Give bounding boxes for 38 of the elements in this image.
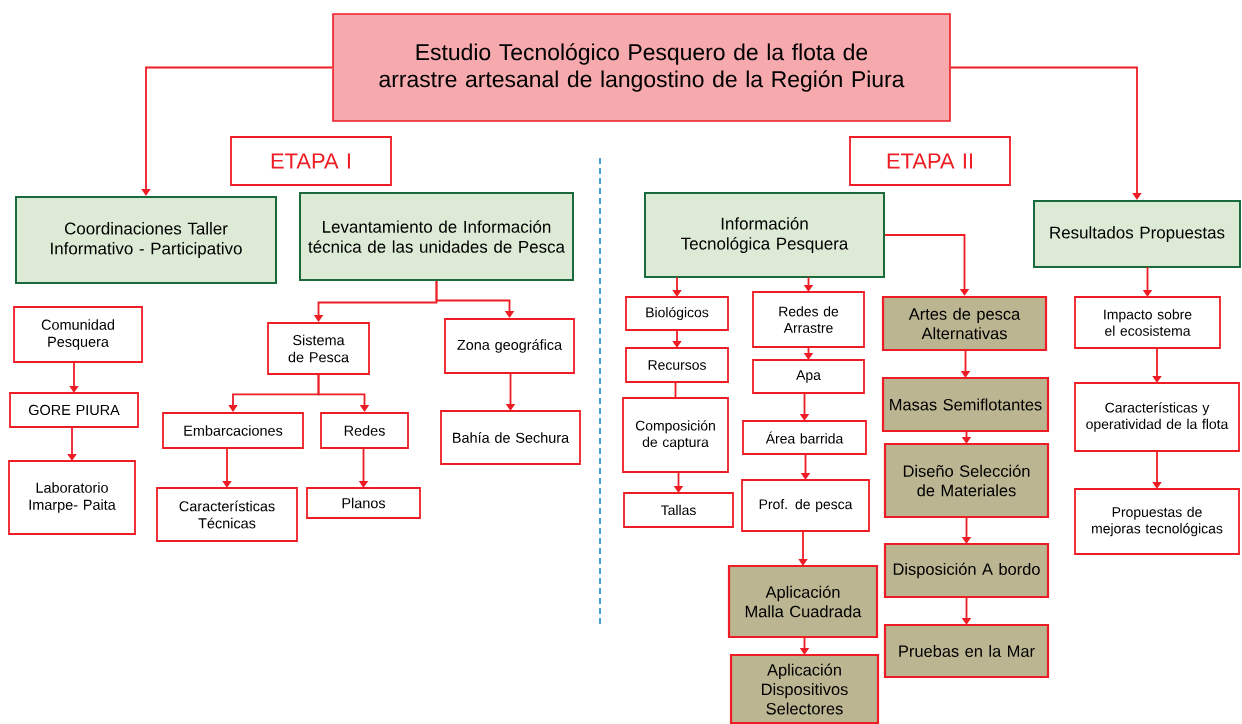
process-box: Prof. de pesca (741, 479, 870, 532)
process-box: Características y operatividad de la flota (1074, 382, 1240, 452)
connector-line (674, 381, 677, 399)
process-box: Área barrida (742, 420, 867, 455)
process-box: Propuestas de mejoras tecnológicas (1074, 488, 1240, 555)
title-box: Estudio Tecnológico Pesquero de la flota de arrastre artesanal de langostino de la Región Piura (332, 13, 951, 122)
process-box: Tallas (623, 492, 734, 528)
section-box: Información Tecnológica Pesquera (644, 192, 885, 278)
process-box: Biológicos (625, 296, 729, 331)
process-box: Bahía de Sechura (440, 410, 581, 465)
process-box: Artes de pesca Alternativas (881, 295, 1048, 352)
section-box: Levantamiento de Información técnica de las unidades de Pesca (299, 192, 574, 281)
process-box: Recursos (625, 347, 729, 383)
process-box: Pruebas en la Mar (883, 623, 1050, 679)
process-box: Características Técnicas (156, 487, 298, 542)
section-box: Coordinaciones Taller Informativo - Participativo (15, 196, 277, 284)
process-box: Sistema de Pesca (267, 322, 370, 375)
process-box: Apa (752, 359, 865, 394)
process-box: Disposición A bordo (883, 542, 1050, 599)
process-box: Zona geográfica (444, 318, 575, 374)
stage-label-box: ETAPA I (230, 136, 392, 186)
section-box: Resultados Propuestas (1033, 200, 1241, 268)
stage-label-box: ETAPA II (849, 136, 1011, 186)
process-box: Composición de captura (622, 397, 729, 473)
arrow (884, 234, 970, 296)
process-box: Comunidad Pesquera (13, 306, 143, 363)
process-box: GORE PIURA (9, 392, 139, 428)
process-box: Embarcaciones (162, 412, 304, 449)
process-box: Redes de Arrastre (752, 291, 865, 348)
process-box: Aplicación Dispositivos Selectores (729, 653, 880, 724)
process-box: Laboratorio Imarpe- Paita (8, 460, 136, 535)
process-box: Planos (306, 487, 421, 519)
process-box: Aplicación Malla Cuadrada (727, 564, 879, 639)
process-box: Impacto sobre el ecosistema (1074, 296, 1221, 349)
process-box: Diseño Selección de Materiales (883, 442, 1050, 519)
process-box: Redes (320, 412, 409, 449)
arrow (949, 66, 1142, 200)
process-box: Masas Semiflotantes (881, 376, 1050, 433)
